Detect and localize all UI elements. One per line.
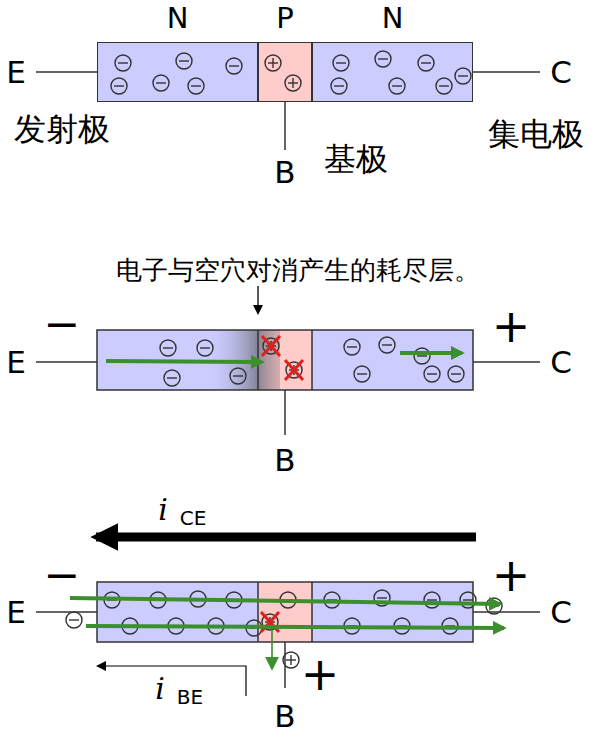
hole-symbol (265, 55, 281, 71)
electron-symbol (354, 366, 370, 382)
terminal-label: C (550, 345, 572, 379)
electron-symbol (226, 58, 242, 74)
electron-symbol (344, 339, 360, 355)
collector-region: N (312, 42, 473, 102)
electron-symbol (153, 75, 169, 91)
base-region (258, 582, 312, 642)
polarity-sign: + (492, 550, 531, 601)
electron-symbol (164, 370, 180, 386)
electron-symbol (424, 592, 440, 608)
region-label: P (249, 1, 321, 36)
hole-symbol (285, 75, 301, 91)
base-current-line (98, 666, 246, 696)
electron-symbol (115, 55, 131, 71)
terminal-name: 集电极 (488, 117, 584, 152)
polarity-sign: − (44, 551, 81, 599)
lead-wire (284, 390, 286, 435)
lead-wire (473, 361, 540, 363)
electron-symbol (436, 78, 452, 94)
electron-symbol (230, 368, 246, 384)
electron-flow-arrow (400, 351, 462, 355)
lead-wire (311, 582, 313, 642)
electron-symbol (448, 366, 464, 382)
electron-symbol (379, 337, 395, 353)
recombination-mark (261, 612, 279, 632)
current-subscript: CE (180, 507, 207, 529)
pointer-arrow (257, 286, 258, 313)
lead-wire (36, 611, 97, 613)
recombination-mark (262, 336, 280, 356)
charge-symbols (259, 43, 313, 103)
electron-flow-arrow (70, 598, 500, 604)
electron-symbol (331, 78, 347, 94)
recombination-mark (285, 360, 303, 380)
terminal-name: 发射极 (14, 112, 110, 147)
lead-wire (473, 71, 540, 73)
current-symbol: i (158, 493, 168, 526)
terminal-label: E (6, 55, 26, 89)
collector-region (312, 582, 473, 642)
electron-symbol (333, 55, 349, 71)
terminal-label: C (550, 595, 572, 629)
electron-symbol (486, 598, 502, 614)
electron-symbol (455, 68, 471, 84)
terminal-label: B (274, 443, 295, 477)
electron-symbol (176, 53, 192, 69)
electron-symbol (188, 78, 204, 94)
electron-symbol (418, 55, 434, 71)
terminal-label: C (550, 55, 572, 89)
collector-region (312, 330, 473, 390)
lead-wire (36, 361, 97, 363)
transistor-outline (97, 330, 473, 390)
base-region: P (258, 42, 312, 102)
emitter-region: N (97, 42, 258, 102)
lead-wire (257, 582, 259, 642)
polarity-sign: − (44, 300, 81, 348)
current-symbol: i (155, 672, 165, 705)
lead-wire (284, 102, 286, 150)
terminal-label: B (274, 155, 295, 189)
terminal-label: E (6, 345, 26, 379)
electron-flow-arrow (271, 626, 273, 668)
caption-note: 电子与空穴对消产生的耗尽层。 (116, 256, 480, 285)
electron-flow-arrow (106, 361, 262, 362)
electron-symbol (197, 340, 213, 356)
emitter-region (97, 582, 258, 642)
charge-symbols (98, 43, 259, 103)
terminal-label: E (6, 595, 26, 629)
current-subscript: BE (177, 686, 203, 708)
terminal-name: 基极 (324, 142, 388, 177)
electron-symbol (375, 51, 391, 67)
electron-symbol (414, 348, 430, 364)
lead-wire (36, 71, 97, 73)
terminal-label: B (274, 699, 295, 733)
region-label: N (303, 1, 482, 36)
transistor-outline (97, 582, 473, 642)
lead-wire (473, 611, 540, 613)
electron-symbol (160, 340, 176, 356)
polarity-sign: + (492, 301, 531, 352)
region-label: N (88, 1, 267, 36)
charge-symbols (313, 43, 474, 103)
electron-symbol (111, 78, 127, 94)
electron-symbol (424, 366, 440, 382)
electron-flow-arrow (86, 626, 504, 628)
polarity-sign: + (301, 649, 340, 700)
electron-symbol (389, 78, 405, 94)
hole-symbol (283, 652, 299, 668)
current-arrow (96, 533, 476, 542)
electron-symbol (66, 612, 82, 628)
lead-wire (311, 330, 313, 390)
